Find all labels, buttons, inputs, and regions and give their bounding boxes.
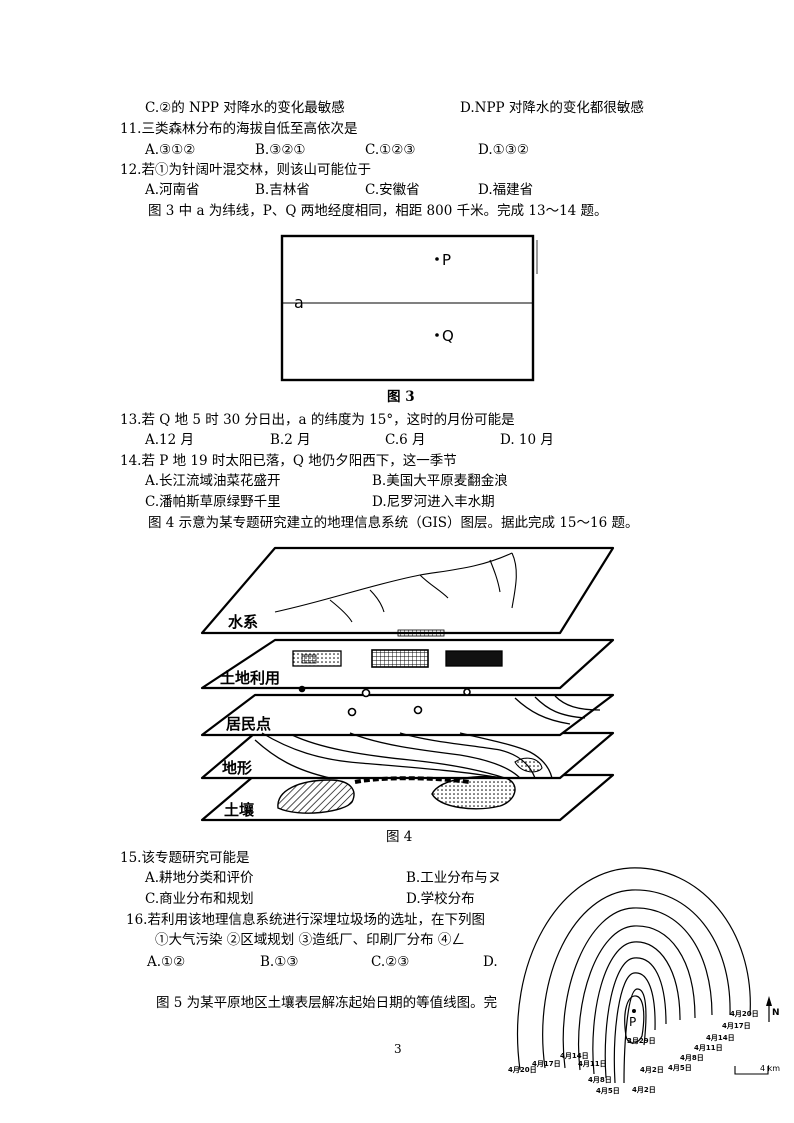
fig5-right-label: 4月5日 — [668, 1064, 692, 1072]
fig3-label-p: P — [442, 251, 451, 269]
fig4-layer-settlement: 居民点 — [226, 715, 271, 733]
q15-option-a: A.耕地分类和评价 — [145, 870, 254, 886]
fig5-right-label: 4月2日 — [640, 1066, 664, 1074]
q10-option-c: C.②的 NPP 对降水的变化最敏感 — [145, 100, 345, 116]
fig5-left-label: 4月17日 — [532, 1060, 561, 1068]
q14-option-b: B.美国大平原麦翻金浪 — [372, 473, 508, 489]
fig3-caption: 图 3 — [387, 389, 415, 405]
q12-option-a: A.河南省 — [145, 182, 200, 198]
fig3-label-a: a — [294, 293, 304, 312]
fig5-left-label: 4月11日 — [578, 1060, 607, 1068]
q16-option-a: A.①② — [147, 954, 186, 970]
q14-option-d: D.尼罗河进入丰水期 — [372, 494, 495, 510]
fig5-label-p: P — [629, 1015, 636, 1029]
q16-option-b: B.①③ — [260, 954, 299, 970]
q16-stem: 16.若利用该地理信息系统进行深埋垃圾场的选址，在下列图 — [126, 912, 485, 928]
q13-option-b: B.2 月 — [270, 432, 311, 448]
q13-option-d: D. 10 月 — [500, 432, 554, 448]
fig5-north-label: N — [772, 1008, 780, 1018]
fig5-bottom-label: 4月8日 — [588, 1076, 612, 1084]
q11-option-b: B.③②① — [255, 142, 306, 158]
q12-option-b: B.吉林省 — [255, 182, 310, 198]
q11-stem: 11.三类森林分布的海拔自低至高依次是 — [120, 121, 358, 137]
q13-option-c: C.6 月 — [385, 432, 426, 448]
fig5-right-label: 4月8日 — [680, 1054, 704, 1062]
q15-option-d: D.学校分布 — [406, 891, 475, 907]
fig5-center-date: 3月29日 — [627, 1037, 656, 1045]
fig4-caption: 图 4 — [386, 829, 413, 845]
fig5-right-label: 4月14日 — [706, 1034, 735, 1042]
q15-option-b: B.工业分布与ヌ — [406, 870, 502, 886]
q12-option-d: D.福建省 — [478, 182, 534, 198]
fig5-right-label: 4月11日 — [694, 1044, 723, 1052]
page-number: 3 — [394, 1042, 402, 1056]
fig3-intro: 图 3 中 a 为纬线，P、Q 两地经度相同，相距 800 千米。完成 13～1… — [148, 203, 608, 219]
q15-option-c: C.商业分布和规划 — [145, 891, 254, 907]
fig4-layer-water: 水系 — [228, 613, 258, 631]
q11-option-c: C.①②③ — [365, 142, 416, 158]
fig4-layer-soil: 土壤 — [224, 801, 255, 819]
figure-3: P Q a — [280, 234, 538, 382]
fig5-left-label: 4月20日 — [508, 1066, 537, 1074]
q16-option-c: C.②③ — [371, 954, 410, 970]
fig5-scale-label: 4 km — [760, 1064, 780, 1073]
q12-option-c: C.安徽省 — [365, 182, 420, 198]
fig5-intro: 图 5 为某平原地区土壤表层解冻起始日期的等值线图。完 — [156, 995, 498, 1011]
fig3-label-q: Q — [442, 327, 454, 345]
north-arrow-icon — [766, 996, 772, 1022]
q12-stem: 12.若①为针阔叶混交林，则该山可能位于 — [120, 162, 371, 178]
q16-option-d: D. — [483, 954, 498, 970]
q11-option-a: A.③①② — [145, 142, 196, 158]
q11-option-d: D.①③② — [478, 142, 529, 158]
q13-option-a: A.12 月 — [145, 432, 195, 448]
fig4-intro: 图 4 示意为某专题研究建立的地理信息系统（GIS）图层。据此完成 15～16 … — [148, 515, 639, 531]
fig5-left-label: 4月14日 — [560, 1052, 589, 1060]
q15-stem: 15.该专题研究可能是 — [120, 850, 250, 866]
q13-stem: 13.若 Q 地 5 时 30 分日出，a 的纬度为 15°，这时的月份可能是 — [120, 412, 515, 428]
fig5-right-label: 4月17日 — [722, 1022, 751, 1030]
fig5-bottom-label: 4月5日 — [596, 1087, 620, 1095]
fig5-bottom-label: 4月2日 — [632, 1086, 656, 1094]
q14-option-a: A.长江流域油菜花盛开 — [145, 473, 281, 489]
fig4-layer-landuse: 土地利用 — [220, 669, 280, 687]
q16-items: ①大气污染 ②区域规划 ③造纸厂、印刷厂分布 ④ㄥ — [155, 932, 465, 948]
fig4-layer-terrain: 地形 — [222, 759, 252, 777]
q10-option-d: D.NPP 对降水的变化都很敏感 — [460, 100, 644, 116]
scale-bar — [734, 1066, 769, 1075]
q14-option-c: C.潘帕斯草原绿野千里 — [145, 494, 281, 510]
q14-stem: 14.若 P 地 19 时太阳已落，Q 地仍夕阳西下，这一季节 — [120, 453, 457, 469]
fig5-right-label: 4月20日 — [730, 1010, 759, 1018]
